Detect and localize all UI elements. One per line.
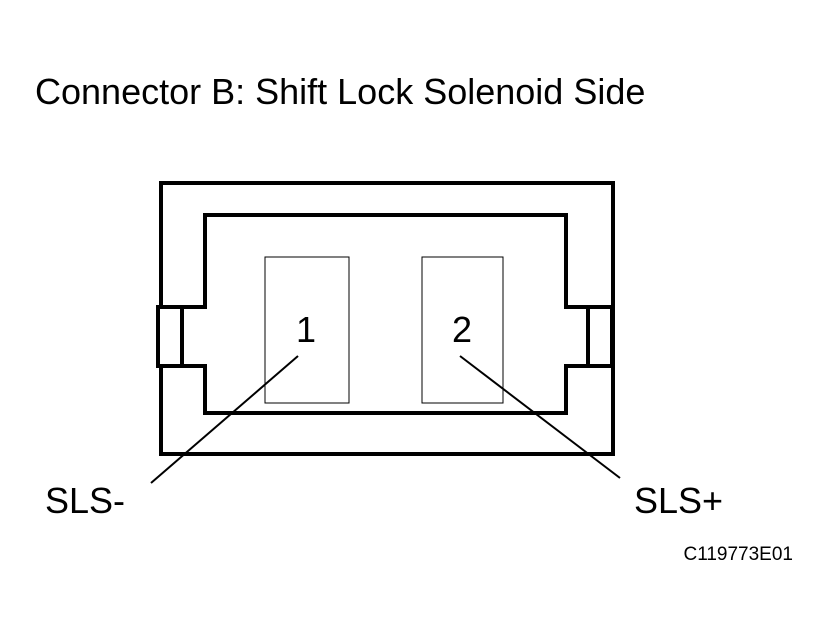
signal-label-pin-1: SLS- (45, 480, 125, 521)
left-lock-tab (156, 305, 184, 368)
figure-code: C119773E01 (683, 544, 793, 565)
right-lock-tab (586, 305, 614, 368)
terminal-1 (264, 256, 350, 404)
diagram-title: Connector B: Shift Lock Solenoid Side (35, 71, 645, 112)
pin-number-2: 2 (452, 309, 472, 350)
connector-housing-inner (156, 213, 614, 415)
leader-line-pin-2 (459, 355, 621, 479)
leader-line-pin-1 (150, 355, 299, 484)
terminal-2 (421, 256, 504, 404)
pin-number-1: 1 (296, 309, 316, 350)
signal-label-pin-2: SLS+ (634, 480, 723, 521)
